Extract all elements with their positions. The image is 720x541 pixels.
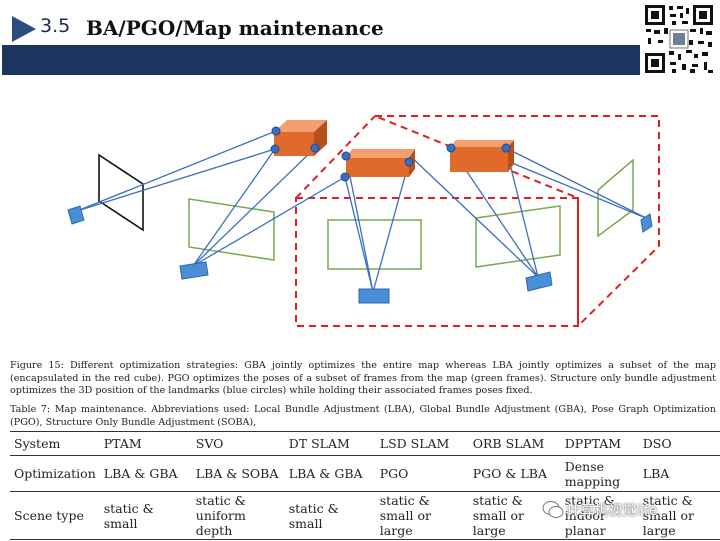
table-cell: static & uniform depth [195,493,246,538]
watermark: 计算机视觉life [538,497,718,523]
lba-red-cube [295,115,660,329]
col-header: DPPTAM [564,436,622,451]
landmark-points [270,126,511,182]
table-row: Scene type static & small static & unifo… [10,492,720,540]
table-cell: LBA & GBA [103,466,178,481]
col-header: SVO [195,436,224,451]
table-row: Optimization LBA & GBA LBA & SOBA LBA & … [10,456,720,492]
header-band [2,45,640,75]
table-cell: Optimization [14,466,96,481]
section-triangle-icon [12,16,36,42]
table-cell: Scene type [14,508,84,523]
figure-caption: Figure 15: Different optimization strate… [10,360,716,396]
optimization-strategies-figure [67,115,660,329]
map-cubes [274,120,514,177]
table-cell: static & small or large [642,493,694,538]
table-cell: static & small [103,500,154,531]
table-caption: Table 7: Map maintenance. Abbreviations … [10,404,716,428]
col-header: PTAM [103,436,142,451]
qr-code-icon [642,2,716,76]
col-header: DT SLAM [288,436,350,451]
wechat-icon [542,501,564,518]
table-cell: LBA & GBA [288,466,363,481]
table-cell: static & indoor planar [564,493,615,538]
table-cell: static & small or large [472,493,524,538]
table-header-row: System PTAM SVO DT SLAM LSD SLAM ORB SLA… [10,431,720,456]
table-cell: static & small or large [379,493,431,538]
col-header: System [14,436,61,451]
camera-poses [67,205,653,304]
page-title: BA/PGO/Map maintenance [86,16,384,40]
table-cell: LBA [642,466,670,481]
table-cell: static & small [288,500,339,531]
table-cell: PGO [379,466,409,481]
table-cell: LBA & SOBA [195,466,279,481]
section-number: 3.5 [40,15,71,37]
col-header: ORB SLAM [472,436,545,451]
observation-lines [76,130,647,293]
col-header: DSO [642,436,672,451]
watermark-text: 计算机视觉life [566,503,658,519]
table-cell: Dense mapping [564,458,621,489]
green-frames [188,158,634,270]
table-cell: PGO & LBA [472,466,547,481]
black-frame [98,153,144,232]
map-maintenance-table: System PTAM SVO DT SLAM LSD SLAM ORB SLA… [10,431,720,540]
col-header: LSD SLAM [379,436,450,451]
